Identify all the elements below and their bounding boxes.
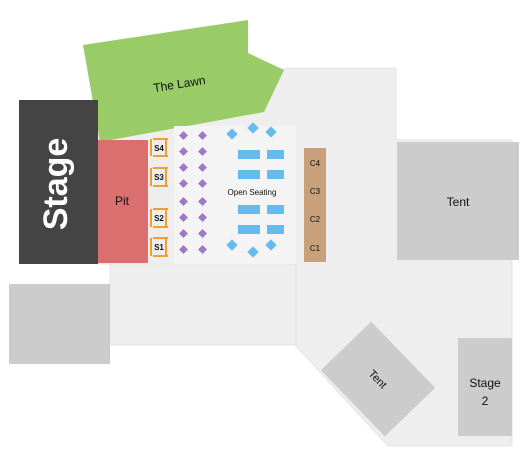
s-box-label: S2 xyxy=(154,214,164,223)
purple-table[interactable] xyxy=(178,228,189,239)
tent-right-label: Tent xyxy=(447,195,470,209)
purple-table[interactable] xyxy=(197,212,208,223)
purple-table[interactable] xyxy=(197,162,208,173)
blue-rect-table[interactable] xyxy=(238,205,260,214)
purple-table[interactable] xyxy=(178,196,189,207)
open-seating-area[interactable] xyxy=(174,126,296,264)
purple-tables xyxy=(178,130,208,255)
stage-label: Stage xyxy=(37,138,75,231)
stage-2-label-line2: 2 xyxy=(482,394,489,408)
blue-rect-table[interactable] xyxy=(267,150,284,159)
stage-2-label-line1: Stage xyxy=(469,376,501,390)
c-box-label: C4 xyxy=(310,159,321,168)
open-seating-label: Open Seating xyxy=(228,188,277,197)
purple-table[interactable] xyxy=(197,130,208,141)
tent-angled: Tent xyxy=(320,321,436,437)
purple-table[interactable] xyxy=(178,178,189,189)
purple-table[interactable] xyxy=(178,146,189,157)
s-box-label: S1 xyxy=(154,243,164,252)
grey-block xyxy=(9,284,110,364)
blue-diamond-table[interactable] xyxy=(247,246,259,258)
s-box[interactable]: S4 xyxy=(150,138,168,157)
purple-table[interactable] xyxy=(197,228,208,239)
blue-diamond-table[interactable] xyxy=(226,239,238,251)
c-box[interactable] xyxy=(304,177,326,205)
blue-rect-table[interactable] xyxy=(267,205,284,214)
c-box-label: C1 xyxy=(310,244,321,253)
blue-diamond-tables xyxy=(226,122,277,258)
blue-rect-table[interactable] xyxy=(267,225,284,234)
blue-rect-table[interactable] xyxy=(267,170,284,179)
purple-table[interactable] xyxy=(197,244,208,255)
purple-table[interactable] xyxy=(197,178,208,189)
purple-table[interactable] xyxy=(178,162,189,173)
purple-table[interactable] xyxy=(197,146,208,157)
blue-rect-table[interactable] xyxy=(238,225,260,234)
purple-table[interactable] xyxy=(178,130,189,141)
blue-rect-table[interactable] xyxy=(238,170,260,179)
blue-rect-tables xyxy=(238,150,284,234)
s-box[interactable]: S1 xyxy=(150,237,168,257)
purple-table[interactable] xyxy=(178,244,189,255)
s-box[interactable]: S3 xyxy=(150,167,168,187)
pit-section[interactable] xyxy=(98,140,148,263)
c-boxes: C4 C3 C2 C1 xyxy=(304,148,326,262)
s-box-label: S4 xyxy=(154,144,164,153)
c-box[interactable] xyxy=(304,233,326,262)
stage-2 xyxy=(458,338,512,436)
s-boxes: S4 S3 S2 S1 xyxy=(150,138,168,257)
purple-table[interactable] xyxy=(178,212,189,223)
pit-label: Pit xyxy=(115,194,130,208)
s-box[interactable]: S2 xyxy=(150,208,168,228)
lawn-section[interactable] xyxy=(83,20,284,142)
blue-diamond-table[interactable] xyxy=(226,128,238,140)
c-box[interactable] xyxy=(304,148,326,177)
c-box-label: C3 xyxy=(310,187,321,196)
blue-rect-table[interactable] xyxy=(238,150,260,159)
blue-diamond-table[interactable] xyxy=(265,239,277,251)
c-box-label: C2 xyxy=(310,215,321,224)
stage xyxy=(19,100,98,264)
purple-table[interactable] xyxy=(197,196,208,207)
tent-right xyxy=(397,142,519,260)
s-box-label: S3 xyxy=(154,173,164,182)
c-box[interactable] xyxy=(304,205,326,233)
